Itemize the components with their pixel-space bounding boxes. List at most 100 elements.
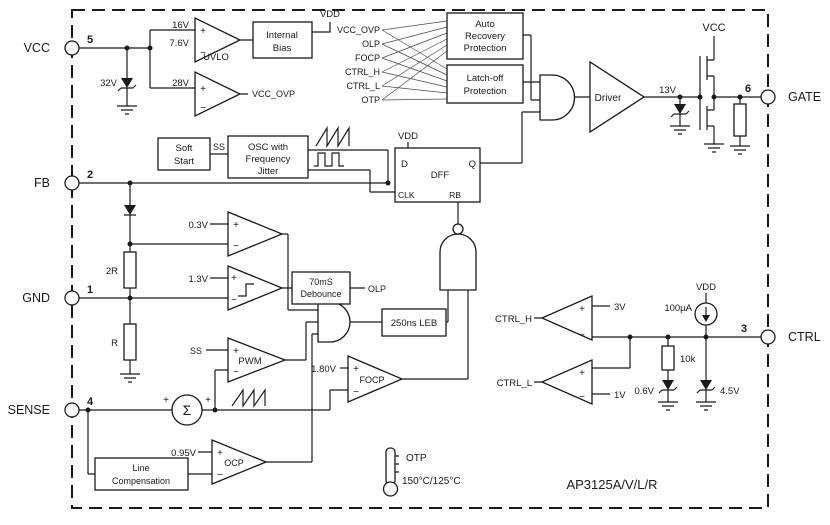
dff-block [394, 147, 481, 203]
function-boxes [94, 12, 524, 491]
pin-label-fb: FB [34, 176, 50, 190]
pin-number-vcc: 5 [87, 34, 93, 46]
ocp-comparator [211, 439, 268, 485]
sense-pin [64, 402, 80, 418]
ctrl-l-threshold: 1V [614, 390, 626, 401]
pin-number-ctrl: 3 [741, 323, 747, 335]
ctrl-pin [760, 329, 776, 345]
olp-1v3-comparator [227, 265, 284, 311]
debounce-line2: Debounce [300, 289, 341, 299]
vcc-zener-value: 32V [100, 78, 118, 89]
latch-off-line1: Latch-off [467, 73, 504, 84]
pwm-ss-input-label: SS [190, 346, 202, 356]
pin-number-gate: 6 [745, 83, 751, 95]
pin-label-gnd: GND [22, 291, 50, 305]
olp-net-label: OLP [368, 284, 386, 294]
resistor-10k [661, 345, 675, 371]
res-r-value: R [111, 338, 118, 349]
driver-zener-value: 13V [659, 85, 677, 96]
chip-boundary [71, 9, 769, 509]
nand-inverter-bubble [452, 223, 464, 235]
uvlo-off-threshold: 7.6V [169, 38, 189, 49]
plus-mark: + [579, 304, 585, 315]
labels: VCC 5 FB 2 GND 1 SENSE 4 GATE 6 CTRL 3 V… [8, 9, 822, 492]
debounce-line1: 70mS [309, 277, 333, 287]
pin-number-sense: 4 [87, 396, 94, 408]
diode-zener-bars [117, 84, 716, 394]
diode-zener-icons [121, 78, 712, 390]
plus-mark: + [163, 395, 169, 406]
minus-mark: − [579, 330, 585, 341]
vcc-supply-label: VCC [702, 22, 725, 34]
gnd-pin [64, 290, 80, 306]
vcc-ovp-net-label: VCC_OVP [252, 89, 295, 99]
vdd-bias-label: VDD [320, 9, 340, 20]
minus-mark: − [353, 387, 359, 398]
minus-mark: − [231, 295, 237, 306]
signal-wires [79, 22, 761, 475]
res-2r-value: 2R [106, 266, 118, 277]
pin-label-vcc: VCC [24, 41, 50, 55]
minus-mark: − [200, 48, 206, 59]
protection-signal-fan-lines [381, 20, 448, 101]
plus-mark: + [205, 395, 211, 406]
gate-pin [760, 89, 776, 105]
current-source-value: 100µA [664, 303, 692, 314]
resistor-2r [123, 251, 137, 289]
minus-mark: − [217, 470, 223, 481]
plus-mark: + [353, 364, 359, 375]
plus-mark: + [233, 220, 239, 231]
plus-mark: + [579, 368, 585, 379]
summer-sigma-symbol: Σ [183, 402, 192, 418]
internal-bias-block [252, 21, 313, 59]
minus-mark: − [233, 241, 239, 252]
auto-recovery-line3: Protection [464, 43, 507, 54]
uvlo-label: UVLO [203, 52, 229, 63]
prot-signal-vcc-ovp: VCC_OVP [337, 25, 380, 35]
uvlo-on-threshold: 16V [172, 20, 190, 31]
logic-gates [317, 74, 576, 343]
pin-label-sense: SENSE [8, 403, 50, 417]
dff-label: DFF [431, 170, 450, 181]
resistor-r [123, 323, 137, 361]
zener-4v5-value: 4.5V [720, 386, 740, 397]
osc-line2: Frequency [246, 154, 291, 165]
leb-label: 250ns LEB [391, 318, 437, 329]
prot-signal-focp: FOCP [355, 53, 380, 63]
junction-dots [85, 45, 743, 413]
plus-mark: + [233, 346, 239, 357]
pin-number-gnd: 1 [87, 284, 93, 296]
line-comp-line1: Line [132, 463, 149, 473]
ground-symbols [117, 105, 750, 411]
leb-block [381, 308, 447, 337]
ocp-label: OCP [224, 458, 244, 468]
pin-number-fb: 2 [87, 169, 93, 181]
vcc-ovp-comparator [194, 70, 242, 118]
output-and-gate [539, 74, 576, 121]
soft-start-line2: Start [174, 156, 194, 167]
fb-pin [64, 175, 80, 191]
soft-start-line1: Soft [176, 143, 193, 154]
part-number: AP3125A/V/L/R [566, 477, 657, 492]
otp-label: OTP [406, 453, 427, 464]
summing-node [171, 394, 203, 426]
vcc-pin [64, 40, 80, 56]
osc-line3: Jitter [258, 166, 279, 177]
gate-pulldown-resistor [733, 103, 747, 137]
internal-bias-line1: Internal [266, 30, 298, 41]
sawtooth-waveform-icon [315, 125, 350, 149]
prot-signal-ctrl-l: CTRL_L [346, 81, 380, 91]
ovp-threshold: 28V [172, 78, 190, 89]
minus-mark: − [579, 392, 585, 403]
vdd-ctrl-label: VDD [696, 282, 716, 293]
uvlo-comparator [194, 16, 242, 64]
ocp-threshold: 0.95V [171, 448, 196, 459]
hysteresis-icon [238, 283, 254, 297]
ctrl-l-comparator [540, 359, 593, 405]
prot-signal-ctrl-h: CTRL_H [345, 67, 380, 77]
current-source [694, 302, 718, 326]
prot-signal-olp: OLP [362, 39, 380, 49]
osc-line1: OSC with [248, 142, 288, 153]
auto-recovery-protection-block [446, 12, 524, 60]
